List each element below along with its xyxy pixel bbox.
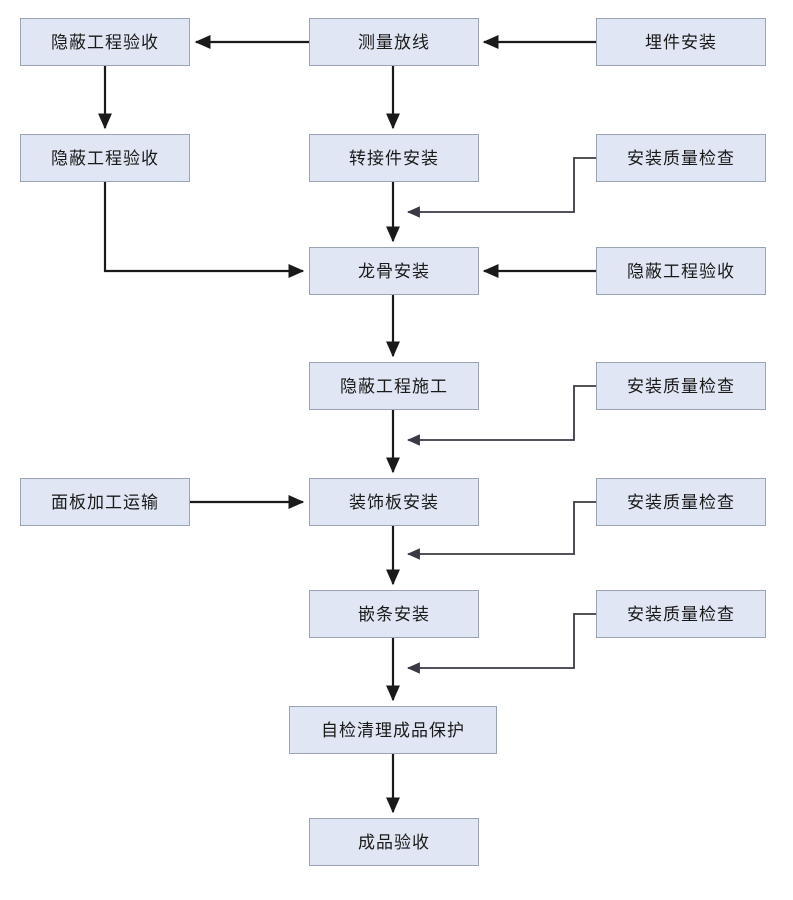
node-label: 自检清理成品保护 [321,720,465,740]
node-label: 龙骨安装 [358,261,430,281]
node-label: 面板加工运输 [51,492,159,512]
node-concealed-work-acceptance-3[interactable]: 隐蔽工程验收 [596,247,766,295]
edge-concealed-accept2-to-keel-install [103,182,305,278]
node-label: 隐蔽工程验收 [627,261,735,281]
node-install-quality-check-1[interactable]: 安装质量检查 [596,134,766,182]
node-concealed-work-construction[interactable]: 隐蔽工程施工 [309,362,479,410]
node-panel-fabrication-transport[interactable]: 面板加工运输 [20,478,190,526]
node-label: 安装质量检查 [627,148,735,168]
node-label: 隐蔽工程验收 [51,32,159,52]
node-self-check-clean-protect[interactable]: 自检清理成品保护 [289,706,497,754]
node-decorative-panel-install[interactable]: 装饰板安装 [309,478,479,526]
node-label: 测量放线 [358,32,430,52]
node-install-quality-check-4[interactable]: 安装质量检查 [596,590,766,638]
node-concealed-work-acceptance-1[interactable]: 隐蔽工程验收 [20,18,190,66]
node-label: 埋件安装 [645,32,717,52]
node-label: 隐蔽工程施工 [340,376,448,396]
node-install-quality-check-3[interactable]: 安装质量检查 [596,478,766,526]
node-label: 安装质量检查 [627,376,735,396]
node-embedded-parts-install[interactable]: 埋件安装 [596,18,766,66]
node-final-product-acceptance[interactable]: 成品验收 [309,818,479,866]
node-insert-strip-install[interactable]: 嵌条安装 [309,590,479,638]
node-keel-install[interactable]: 龙骨安装 [309,247,479,295]
node-label: 隐蔽工程验收 [51,148,159,168]
node-concealed-work-acceptance-2[interactable]: 隐蔽工程验收 [20,134,190,182]
node-label: 安装质量检查 [627,604,735,624]
node-label: 装饰板安装 [349,492,439,512]
node-label: 嵌条安装 [358,604,430,624]
node-label: 安装质量检查 [627,492,735,512]
node-label: 成品验收 [358,832,430,852]
node-label: 转接件安装 [349,148,439,168]
node-adapter-install[interactable]: 转接件安装 [309,134,479,182]
node-install-quality-check-2[interactable]: 安装质量检查 [596,362,766,410]
node-survey-setting-out[interactable]: 测量放线 [309,18,479,66]
